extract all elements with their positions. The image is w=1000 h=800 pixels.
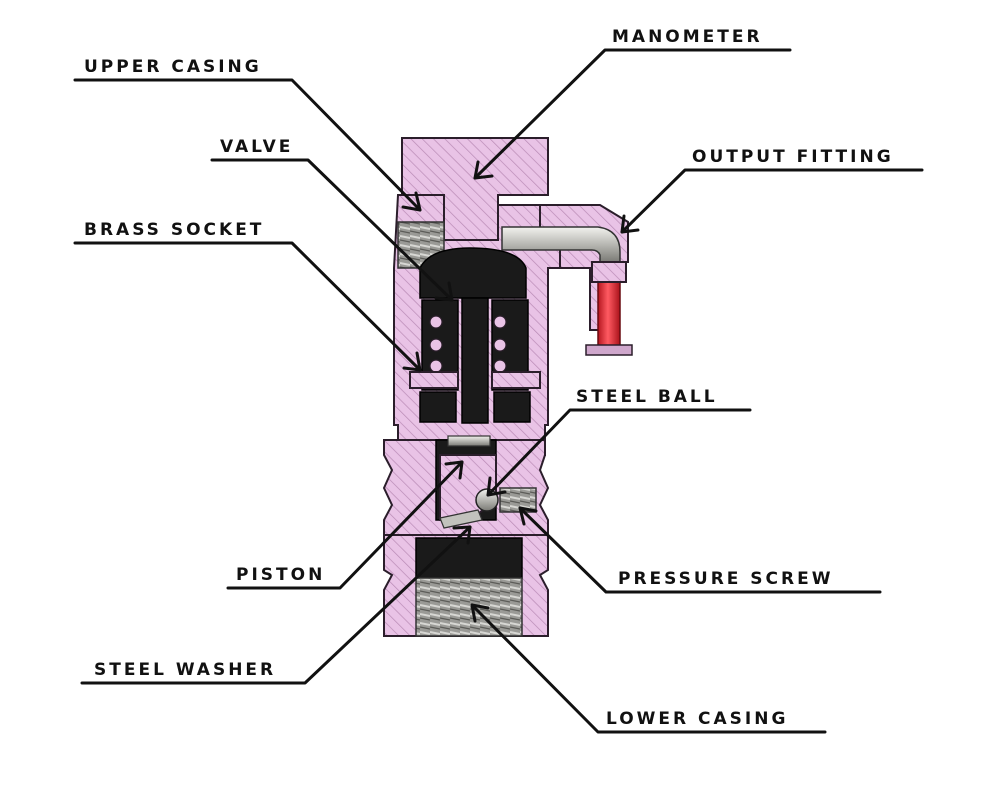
- leader-lower-casing: [470, 603, 827, 734]
- leader-lines: [73, 48, 924, 734]
- label-manometer: MANOMETER: [612, 27, 763, 47]
- red-tube-collar: [585, 344, 633, 356]
- piston-top-washer: [447, 435, 491, 447]
- arrow-pressure-screw: [518, 506, 538, 526]
- label-pressure-screw: PRESSURE SCREW: [618, 569, 834, 589]
- socket-lower-cavity: [419, 391, 457, 423]
- device-body: [382, 137, 633, 637]
- steel-washer-shape: [439, 509, 483, 529]
- leader-piston: [226, 460, 464, 590]
- label-upper-casing: UPPER CASING: [84, 57, 262, 77]
- label-valve: VALVE: [220, 137, 293, 157]
- label-lower-casing: LOWER CASING: [606, 709, 788, 729]
- leader-valve: [210, 158, 454, 302]
- valve-stem: [461, 297, 489, 424]
- leader-manometer: [473, 48, 792, 180]
- callout-labels: MANOMETER UPPER CASING OUTPUT FITTING VA…: [84, 27, 894, 729]
- leader-output-fitting: [620, 168, 924, 234]
- label-brass-socket: BRASS SOCKET: [84, 220, 264, 240]
- brass-socket-plate-right: [491, 371, 541, 389]
- red-tube: [597, 277, 621, 349]
- arrow-steel-ball: [486, 476, 507, 497]
- arrow-upper-casing: [401, 191, 422, 212]
- lower-casing-thread: [415, 577, 523, 637]
- leader-brass-socket: [73, 241, 422, 372]
- label-steel-ball: STEEL BALL: [576, 387, 718, 407]
- leader-upper-casing: [73, 78, 422, 212]
- arrow-piston: [444, 460, 464, 480]
- arrow-valve: [434, 281, 454, 302]
- arrow-steel-washer: [452, 525, 472, 545]
- leader-steel-washer: [80, 525, 472, 685]
- label-piston: PISTON: [236, 565, 325, 585]
- arrow-manometer: [473, 160, 494, 180]
- valve-head: [419, 247, 527, 299]
- red-tube-sleeve: [591, 261, 627, 283]
- brass-socket-plate-left: [409, 371, 459, 389]
- arrow-output-fitting: [620, 214, 640, 234]
- label-output-fitting: OUTPUT FITTING: [692, 147, 894, 167]
- pressure-screw-thread: [499, 487, 537, 513]
- socket-lower-cavity-right: [493, 391, 531, 423]
- leader-pressure-screw: [518, 506, 882, 594]
- leader-steel-ball: [486, 408, 752, 497]
- arrow-brass-socket: [402, 351, 422, 372]
- label-steel-washer: STEEL WASHER: [94, 660, 276, 680]
- arrow-lower-casing: [470, 603, 490, 623]
